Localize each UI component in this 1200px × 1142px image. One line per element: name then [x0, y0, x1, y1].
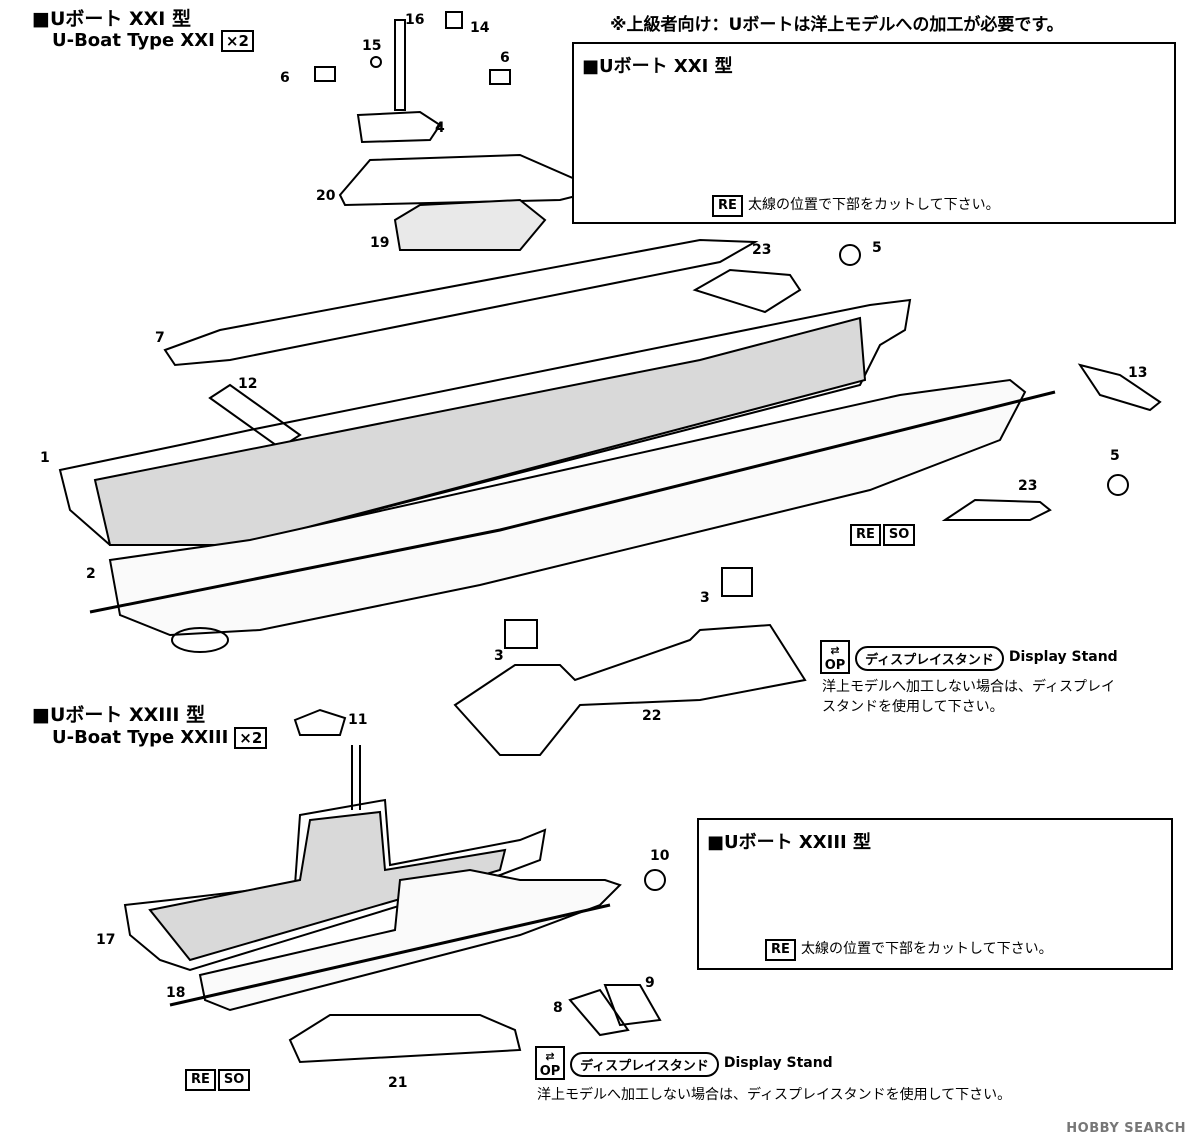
part-1-upper-hull: [58, 298, 912, 546]
part-3-peg-left: [504, 619, 538, 649]
xxi-title-en-text: U-Boat Type XXI: [52, 30, 215, 51]
part-label-10: 10: [650, 848, 670, 864]
part-label-8: 8: [553, 1000, 563, 1016]
waterline: [89, 390, 1056, 614]
part-4-tower-top: [356, 110, 442, 144]
panel-xxiii-title: ■Uボート XXIII 型: [707, 832, 872, 853]
part-label-9: 9: [645, 975, 655, 991]
part-label-6-left: 6: [280, 70, 290, 86]
part-23-fin-lower: [941, 498, 1052, 521]
xxi-so-tag: SO: [882, 524, 916, 546]
xxiii-title-jp: ■Uボート XXIII 型: [32, 704, 206, 726]
xxiii-waterline: [169, 903, 611, 1007]
panel-xxi: ■Uボート XXI 型 RE 太線の位置で下部をカットして下さい。: [572, 42, 1176, 224]
part-label-5-upper: 5: [872, 240, 882, 256]
xxi-title-en: U-Boat Type XXI×2: [52, 30, 254, 52]
part-16-periscope: [394, 19, 406, 111]
part-label-4: 4: [435, 120, 445, 136]
watermark: HOBBY SEARCH: [1066, 1121, 1186, 1136]
panel-xxi-instruction: 太線の位置で下部をカットして下さい。: [747, 197, 1000, 213]
part-label-20: 20: [316, 188, 336, 204]
display-stand-label-xxiii: Display Stand: [723, 1055, 833, 1071]
part-label-2: 2: [86, 566, 96, 582]
part-label-6-right: 6: [500, 50, 510, 66]
part-label-3-right: 3: [700, 590, 710, 606]
xxiii-so-tag: SO: [217, 1069, 251, 1091]
part-12-plane: [208, 383, 302, 450]
display-stand-pill-xxi: ディスプレイスタンド: [855, 646, 1004, 671]
part-17-upper-hull: [123, 798, 547, 972]
xxiii-stand-note: 洋上モデルへ加工しない場合は、ディスプレイスタンドを使用して下さい。: [537, 1087, 1012, 1103]
part-label-17: 17: [96, 932, 116, 948]
part-6-gun-left: [314, 66, 336, 82]
sonar-dome: [171, 627, 229, 653]
part-label-18: 18: [166, 985, 186, 1001]
part-17-grey-panel: [148, 810, 507, 962]
xxiii-display-stand-header: ⇄OP ディスプレイスタンド Display Stand: [535, 1046, 833, 1080]
part-19-conning-tower: [393, 198, 547, 251]
part-label-3-left: 3: [494, 648, 504, 664]
op-badge-xxiii: ⇄OP: [535, 1046, 565, 1080]
part-label-14: 14: [470, 20, 490, 36]
panel-xxiii-re-tag: RE: [765, 939, 796, 961]
top-note: ※上級者向け：Uボートは洋上モデルへの加工が必要です。: [610, 15, 1064, 35]
display-stand-label-xxi: Display Stand: [1008, 649, 1118, 665]
part-22-display-stand: [453, 623, 807, 756]
part-label-12: 12: [238, 376, 258, 392]
part-label-5-lower: 5: [1110, 448, 1120, 464]
panel-xxiii-instruction: 太線の位置で下部をカットして下さい。: [800, 941, 1053, 957]
part-23-fin-upper: [692, 268, 802, 314]
part-label-23-lower: 23: [1018, 478, 1038, 494]
part-label-1: 1: [40, 450, 50, 466]
part-13-rudder: [1077, 363, 1162, 412]
part-label-15: 15: [362, 38, 382, 54]
xxi-count-badge: ×2: [220, 30, 254, 52]
xxiii-title-en-text: U-Boat Type XXIII: [52, 727, 229, 748]
part-label-7: 7: [155, 330, 165, 346]
display-stand-pill-xxiii: ディスプレイスタンド: [570, 1052, 719, 1077]
xxi-stand-note-line1: 洋上モデルへ加工しない場合は、ディスプレイ: [822, 679, 1116, 695]
op-badge-xxi: ⇄OP: [820, 640, 850, 674]
xxiii-title-en: U-Boat Type XXIII×2: [52, 727, 268, 749]
part-label-11: 11: [348, 712, 368, 728]
panel-xxi-re-tag: RE: [712, 195, 743, 217]
xxi-re-tag: RE: [850, 524, 881, 546]
part-8-fin: [568, 988, 630, 1037]
op-icon: ⇄: [830, 644, 840, 657]
op-icon: ⇄: [545, 1050, 555, 1063]
panel-xxiii-caption: RE 太線の位置で下部をカットして下さい。: [765, 938, 1053, 961]
xxiii-re-tag: RE: [185, 1069, 216, 1091]
part-label-22: 22: [642, 708, 662, 724]
xxi-title-jp: ■Uボート XXI 型: [32, 8, 191, 30]
panel-xxi-caption: RE 太線の位置で下部をカットして下さい。: [712, 194, 1000, 217]
part-label-19: 19: [370, 235, 390, 251]
part-2-lower-hull: [108, 378, 1027, 637]
xxi-stand-note-line2: スタンドを使用して下さい。: [822, 699, 1004, 715]
xxiii-count-badge: ×2: [234, 727, 268, 749]
part-9-fin: [603, 984, 662, 1027]
part-label-13: 13: [1128, 365, 1148, 381]
part-15-antenna: [370, 56, 382, 68]
part-label-16: 16: [405, 12, 425, 28]
part-11-tower-cap: [293, 708, 347, 736]
part-7-deck: [163, 238, 759, 367]
part-label-23-upper: 23: [752, 242, 772, 258]
xxi-display-stand-header: ⇄OP ディスプレイスタンド Display Stand: [820, 640, 1118, 674]
part-20-deck-plate: [338, 153, 604, 207]
part-5-propeller-lower: [1107, 474, 1129, 496]
part-21-display-stand: [288, 1014, 522, 1064]
part-14-snorkel: [445, 11, 463, 29]
part-10-propeller: [644, 869, 666, 891]
panel-xxiii: ■Uボート XXIII 型 RE 太線の位置で下部をカットして下さい。: [697, 818, 1173, 970]
panel-xxi-title: ■Uボート XXI 型: [582, 56, 733, 77]
part-5-propeller-upper: [839, 244, 861, 266]
part-3-peg-right: [721, 567, 753, 597]
part-label-21: 21: [388, 1075, 408, 1091]
part-6-gun-right: [489, 69, 511, 85]
part-1-grey-panel: [93, 316, 867, 546]
